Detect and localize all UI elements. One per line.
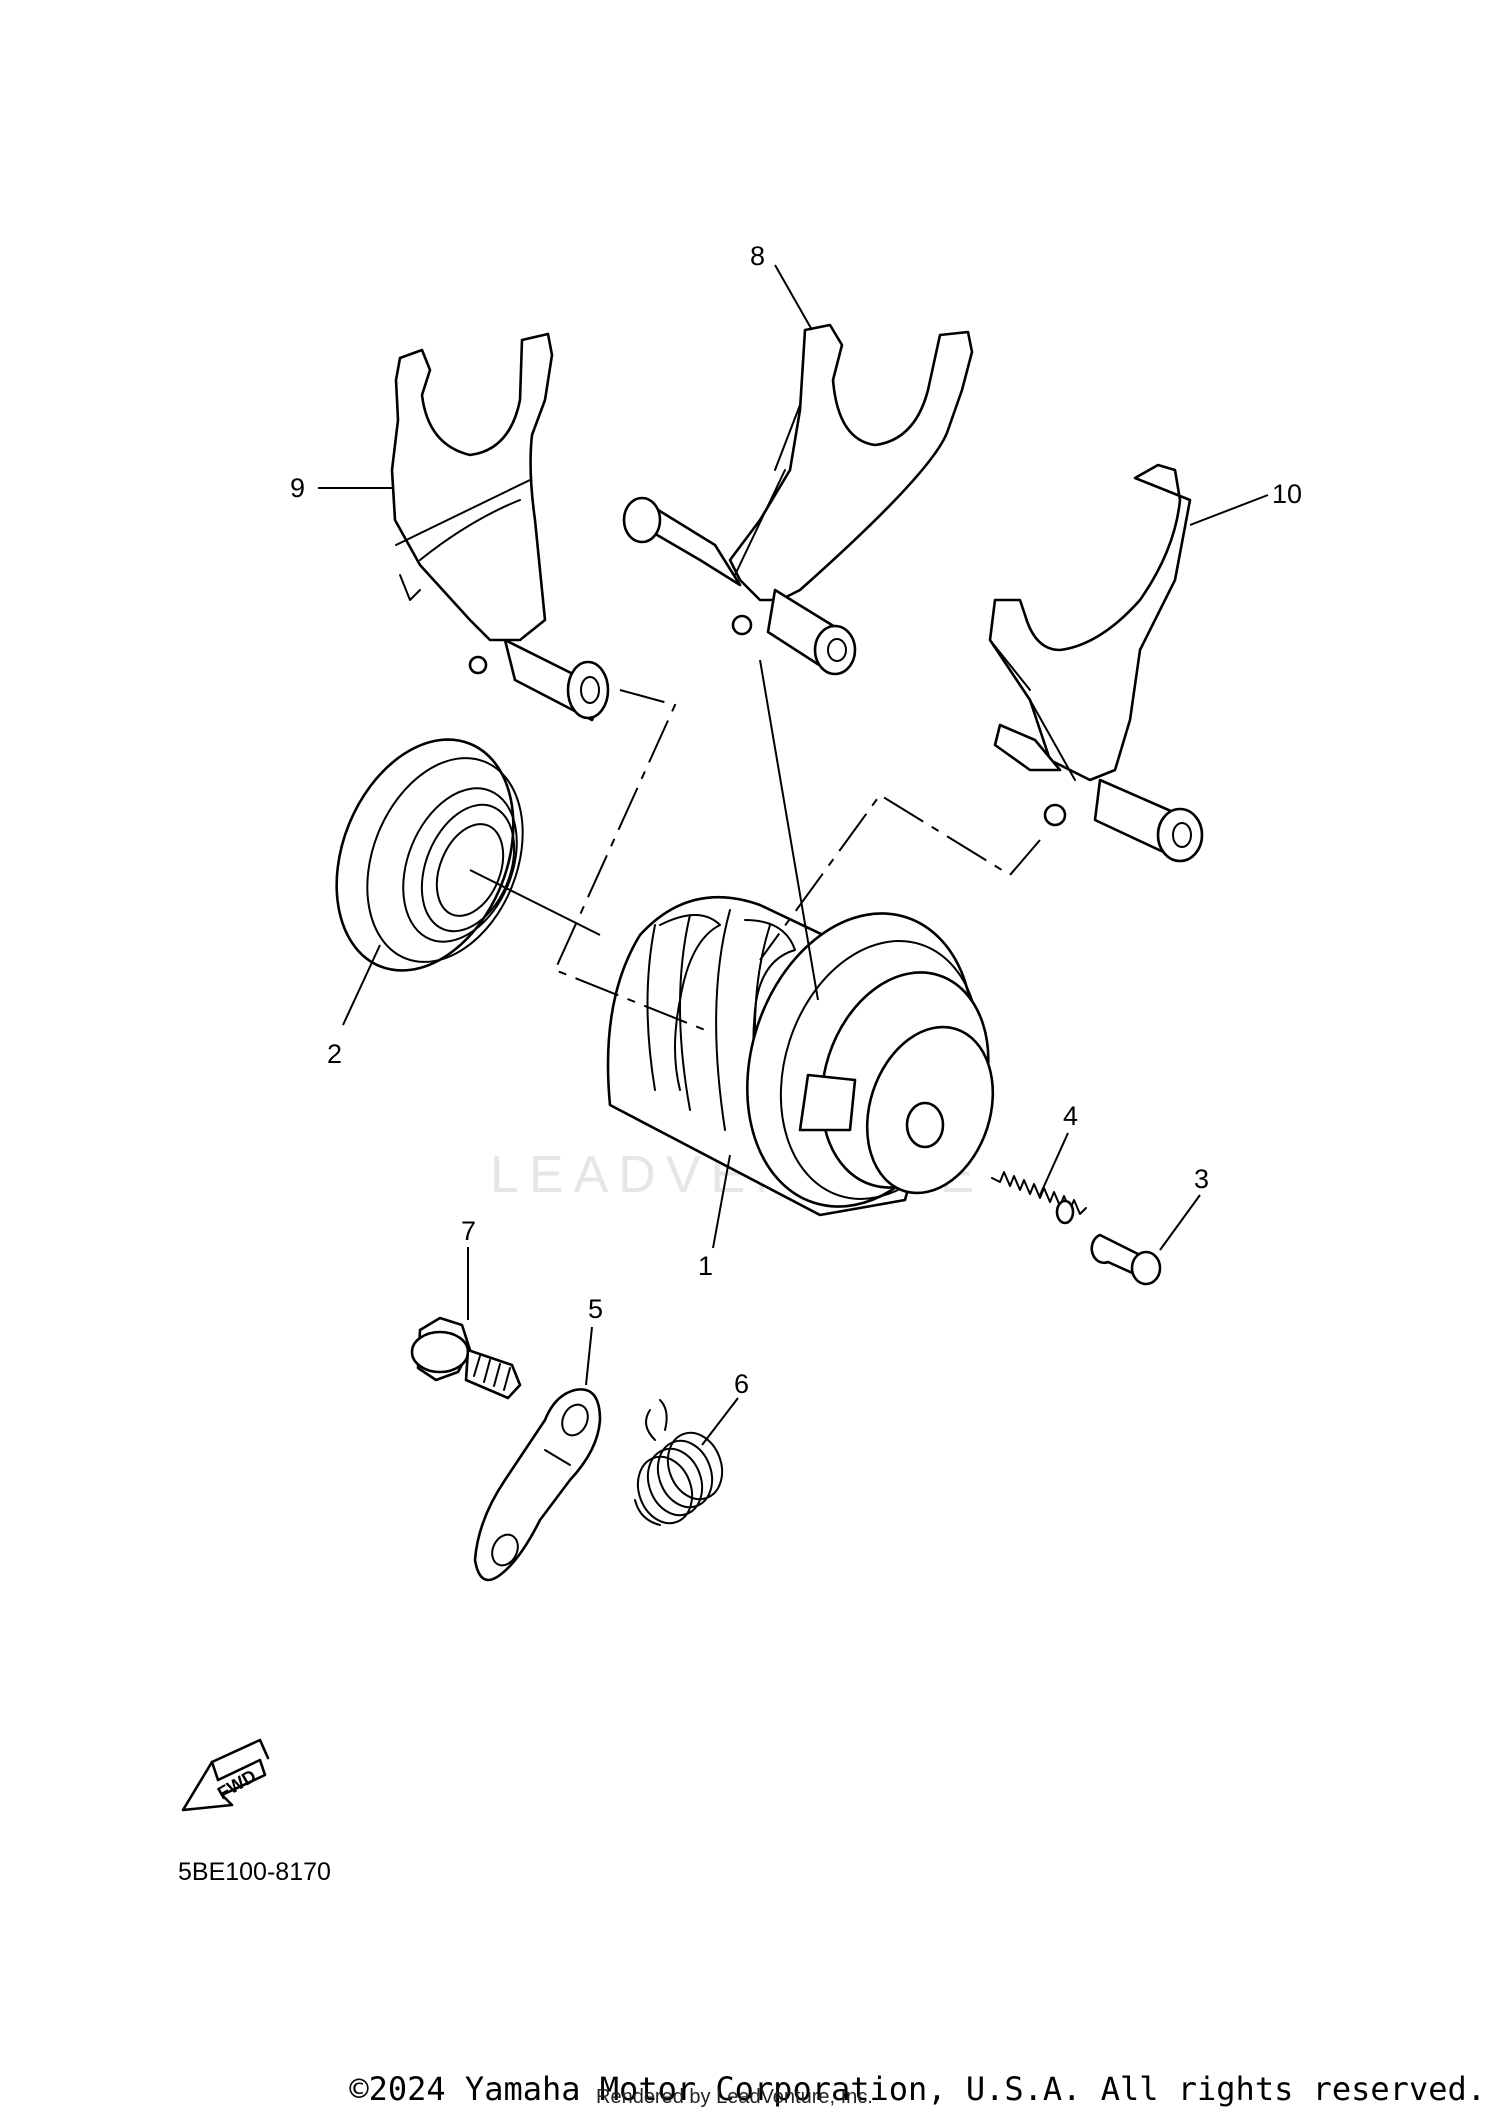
- shift-fork-right[interactable]: [988, 463, 1204, 863]
- leader-8: [774, 264, 813, 331]
- shift-fork-middle[interactable]: [622, 323, 974, 676]
- callout-2[interactable]: 2: [327, 1039, 342, 1069]
- leader-10: [1189, 494, 1269, 526]
- callout-7[interactable]: 7: [461, 1216, 476, 1246]
- shift-drum[interactable]: [606, 884, 1015, 1236]
- callout-4[interactable]: 4: [1063, 1101, 1078, 1131]
- detent-spring[interactable]: [991, 1171, 1087, 1225]
- callout-1[interactable]: 1: [698, 1251, 713, 1281]
- guide-line-fork-10: [759, 793, 1041, 961]
- callout-6[interactable]: 6: [734, 1369, 749, 1399]
- diagram-code: 5BE100-8170: [178, 1858, 331, 1886]
- bearing[interactable]: [304, 713, 551, 997]
- callout-3[interactable]: 3: [1194, 1164, 1209, 1194]
- fwd-arrow-icon: FWD: [181, 1738, 270, 1812]
- callout-10[interactable]: 10: [1272, 479, 1302, 509]
- guide-line-fork-9: [553, 689, 706, 1031]
- detent-pin[interactable]: [1090, 1233, 1162, 1286]
- leader-6: [701, 1397, 739, 1446]
- shift-segment[interactable]: [473, 1388, 602, 1582]
- callout-5[interactable]: 5: [588, 1294, 603, 1324]
- torsion-spring[interactable]: [629, 1399, 731, 1531]
- leader-3: [1159, 1194, 1201, 1251]
- rendered-by-text: Rendered by LeadVenture, Inc.: [596, 2086, 873, 2108]
- shift-fork-left[interactable]: [390, 332, 610, 722]
- guide-line-bearing: [469, 869, 601, 936]
- leader-2: [342, 944, 381, 1026]
- guide-line-fork-8: [759, 659, 819, 1001]
- copyright-text: ©2024 Yamaha Motor Corporation, U.S.A. A…: [349, 2070, 1486, 2108]
- leader-4: [1039, 1132, 1069, 1196]
- callout-9[interactable]: 9: [290, 473, 305, 503]
- leader-5: [585, 1326, 593, 1386]
- callout-8[interactable]: 8: [750, 241, 765, 271]
- flange-bolt[interactable]: [410, 1316, 522, 1400]
- leader-1: [712, 1154, 731, 1249]
